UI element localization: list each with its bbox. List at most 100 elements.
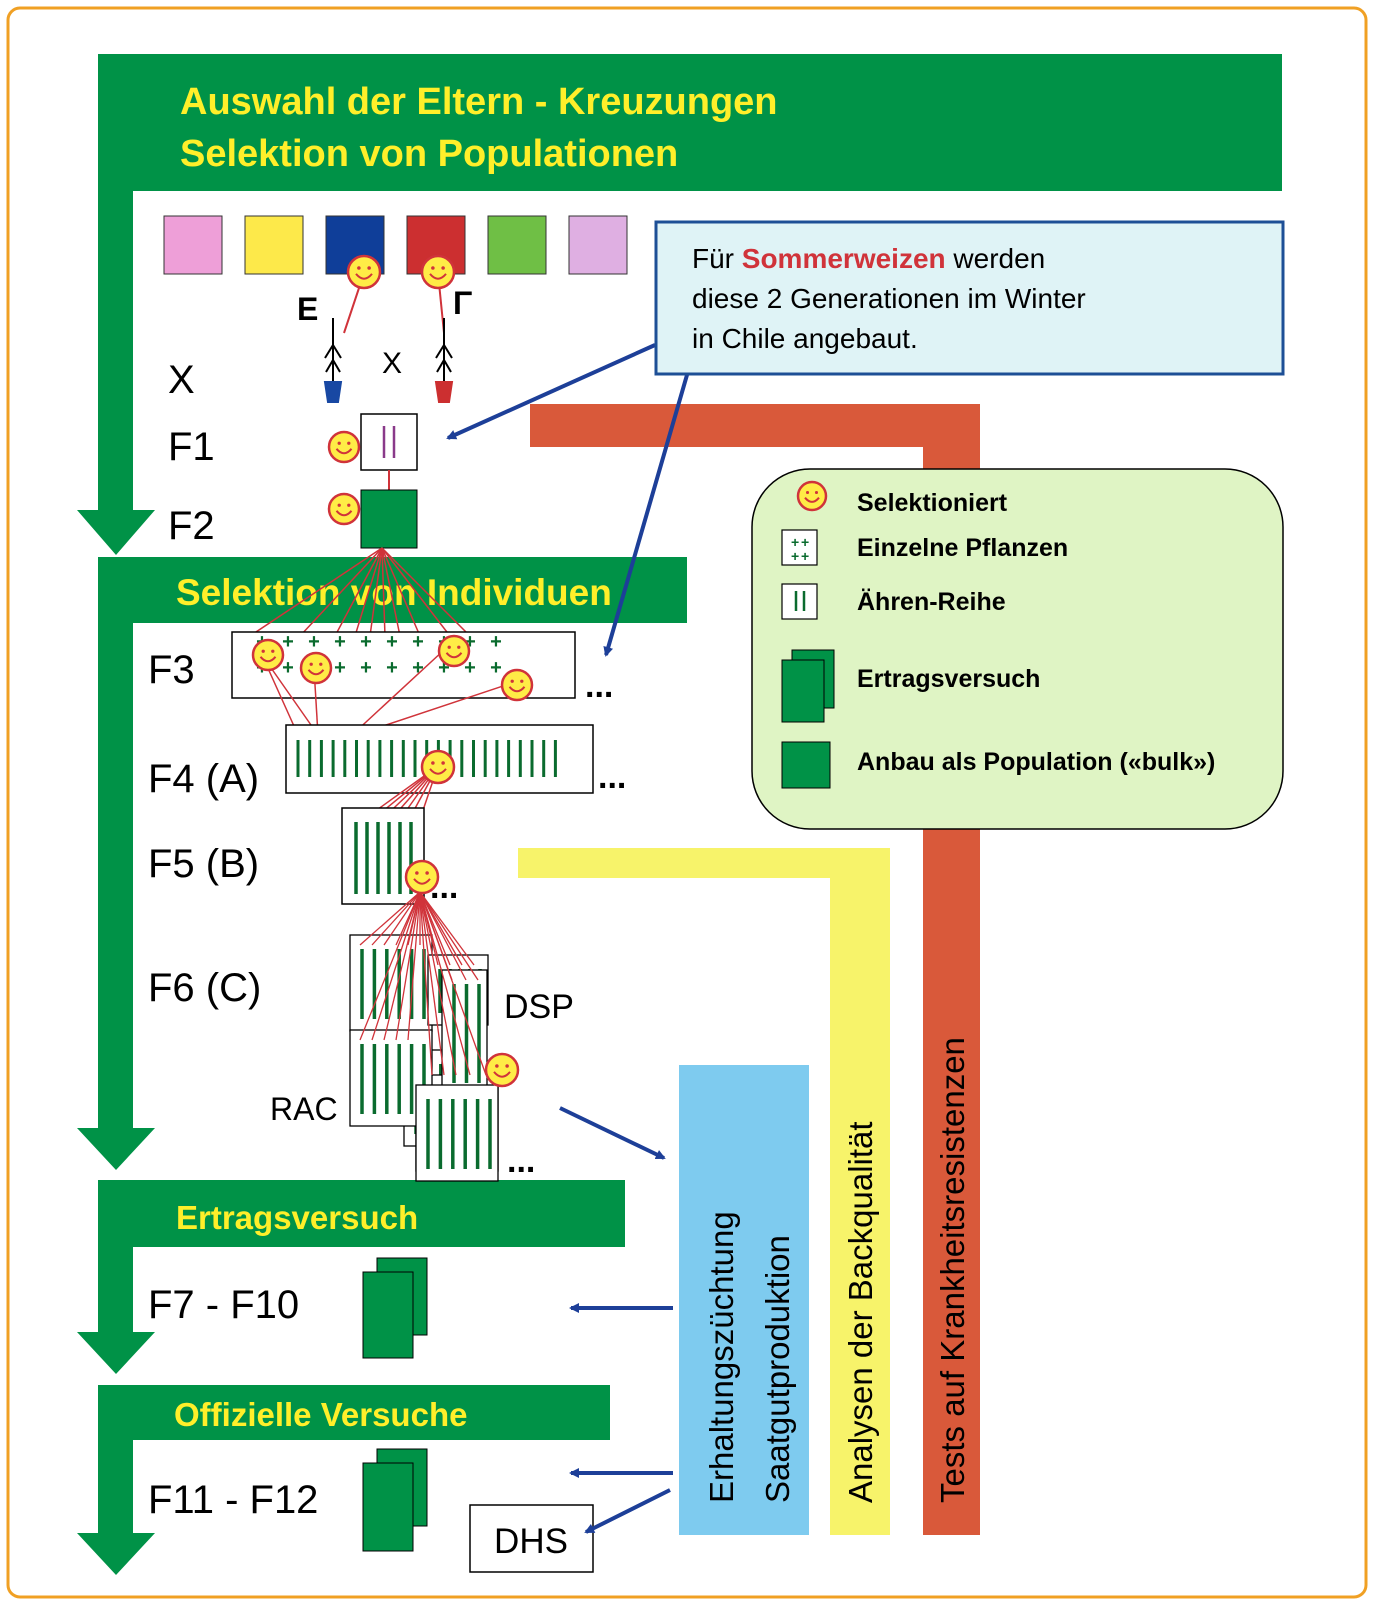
svg-text:+: + [791,548,799,564]
parent-square [244,215,304,275]
label-f5: F5 (B) [148,842,259,886]
svg-text:+: + [438,657,450,679]
smiley-icon [299,651,333,685]
f2-to-f3-lines [249,547,471,637]
svg-text:Anbau als Population («bulk»): Anbau als Population («bulk») [857,748,1215,776]
svg-text:+: + [386,657,398,679]
flow-arrow-yield [77,1180,625,1374]
section-yield-title: Ertragsversuch [176,1199,418,1236]
header-line-1: Auswahl der Eltern - Kreuzungen [180,81,778,123]
label-f3: F3 [148,648,195,692]
baking-bar: Analysen der Backqualität [518,848,890,1535]
section-official-title: Offizielle Versuche [174,1396,467,1433]
legend-box: Selektioniert ++ ++ Einzelne Pflanzen Äh… [751,468,1284,830]
svg-text:+: + [801,548,809,564]
smiley-icon [251,638,285,672]
svg-text:+: + [308,631,320,653]
rac-label: RAC [270,1091,338,1127]
svg-text:+: + [412,657,424,679]
svg-text:Selektioniert: Selektioniert [857,489,1008,517]
smiley-icon [437,634,471,668]
smiley-icon [420,749,456,785]
svg-text:+: + [490,657,502,679]
svg-text:Saatgutproduktion: Saatgutproduktion [759,1235,796,1503]
female-symbol: E [297,291,318,327]
smiley-icon [327,430,361,464]
f11-f12-yield-plot [362,1448,428,1552]
male-symbol: Γ [453,285,472,321]
legend-item-yield-trial: Ertragsversuch [781,649,1040,723]
svg-text:+: + [490,631,502,653]
label-f2: F2 [168,504,215,548]
svg-text:Erhaltungszüchtung: Erhaltungszüchtung [703,1211,740,1503]
arrow-note-to-f1 [446,343,656,440]
smiley-icon [500,668,534,702]
label-f4: F4 (A) [148,757,259,801]
svg-text:Ertragsversuch: Ertragsversuch [857,665,1040,693]
f1-ear-row [360,413,418,490]
parent-square [163,215,223,275]
arrow-note-to-f3 [603,367,691,657]
note-line-2: diese 2 Generationen im Winter [692,283,1086,314]
parent-plants: E Γ X [297,272,472,403]
plant-icon-right [434,318,454,403]
parent-square [568,215,628,275]
f7-f10-yield-plot [362,1257,428,1359]
outer-frame [6,6,1368,1599]
flow-arrow-individuals [77,557,687,1170]
svg-text:Tests auf Krankheitsresistenze: Tests auf Krankheitsresistenzen [934,1037,971,1503]
dhs-box: DHS [469,1504,594,1573]
blue-arrows [446,343,691,1534]
smiley-icon [484,1052,520,1088]
cross-symbol: X [382,347,402,380]
legend-item-ear-row: Ähren-Reihe [781,583,1006,620]
f6-ellipsis: ... [507,1142,535,1180]
svg-text:+: + [791,534,799,550]
svg-text:+: + [386,631,398,653]
label-f1: F1 [168,425,215,469]
header-line-2: Selektion von Populationen [180,133,678,175]
selected-smileys [251,254,534,1088]
arrow-maintenance-to-dhs [584,1488,671,1534]
flow-arrow-official [77,1385,610,1575]
smiley-icon [796,480,828,512]
label-f6: F6 (C) [148,966,261,1010]
label-f7-f10: F7 - F10 [148,1283,299,1327]
svg-text:+: + [282,631,294,653]
svg-text:Ähren-Reihe: Ähren-Reihe [857,588,1006,616]
parent-square [487,215,547,275]
svg-text:+: + [464,657,476,679]
label-x: X [168,358,195,402]
note-line-1: Für Sommerweizen werden [692,243,1045,274]
svg-text:+: + [464,631,476,653]
smiley-icon [420,254,456,290]
dhs-label: DHS [494,1522,568,1561]
flow-arrow-populations [77,54,1282,555]
smiley-icon [327,492,361,526]
maintenance-bar: Erhaltungszüchtung Saatgutproduktion [679,1065,809,1535]
legend-item-selected: Selektioniert [796,480,1008,517]
dsp-label: DSP [504,988,574,1026]
label-f11-f12: F11 - F12 [148,1478,318,1522]
note-box: Für Sommerweizen werden diese 2 Generati… [654,220,1285,376]
legend-item-bulk: Anbau als Population («bulk») [781,741,1215,789]
svg-text:+: + [334,631,346,653]
f4-ellipsis: ... [598,758,626,796]
smiley-icon [346,254,382,290]
svg-text:Analysen der Backqualität: Analysen der Backqualität [842,1121,879,1503]
svg-text:Einzelne Pflanzen: Einzelne Pflanzen [857,534,1068,562]
svg-text:+: + [412,631,424,653]
arrow-f6-to-maintenance [559,1106,666,1160]
svg-text:+: + [801,534,809,550]
f5-to-f6-lines [359,891,487,1076]
f6-plots [349,934,499,1182]
svg-text:+: + [282,657,294,679]
legend-item-single-plants: ++ ++ Einzelne Pflanzen [781,529,1068,566]
f2-bulk-plot [360,489,418,549]
f3-ellipsis: ... [585,667,613,705]
smiley-icon [404,859,440,895]
svg-text:+: + [334,657,346,679]
note-line-3: in Chile angebaut. [692,323,918,354]
svg-text:+: + [360,657,372,679]
